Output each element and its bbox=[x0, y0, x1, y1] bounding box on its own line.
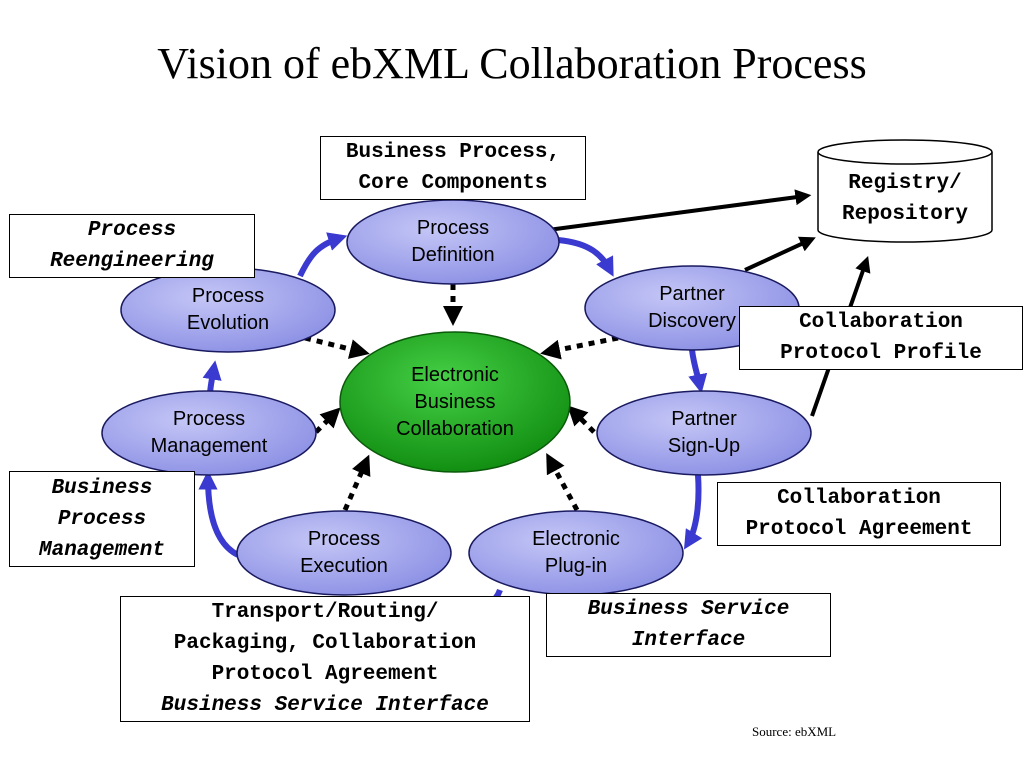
node-process-definition: Process Definition bbox=[411, 217, 495, 266]
node-partner-signup-shape bbox=[596, 390, 812, 476]
cycle-arrow-definition-to-discovery bbox=[557, 237, 614, 277]
box-collaboration-protocol-agreement: Collaboration Protocol Agreement bbox=[717, 482, 1001, 546]
node-partner-signup: Partner Sign-Up bbox=[667, 408, 741, 457]
box-business-process-management: Business Process Management bbox=[9, 471, 195, 567]
nodes bbox=[101, 199, 812, 596]
arrow-definition-to-registry bbox=[547, 189, 812, 232]
node-process-execution-shape bbox=[236, 510, 452, 596]
node-process-definition-shape bbox=[346, 199, 560, 285]
cycle-arrow-signup-to-plugin bbox=[683, 474, 703, 550]
node-process-management: Process Management bbox=[150, 408, 268, 457]
box-transport-routing: Transport/Routing/ Packaging, Collaborat… bbox=[120, 596, 530, 722]
dotted-arrow-management bbox=[314, 407, 341, 434]
source-label: Source: ebXML bbox=[752, 724, 837, 739]
dotted-arrow-signup bbox=[567, 405, 596, 434]
arrow-discovery-to-registry bbox=[744, 236, 816, 272]
dotted-arrow-execution bbox=[342, 454, 371, 512]
registry-label: Registry/ Repository bbox=[841, 172, 969, 226]
node-process-evolution: Process Evolution bbox=[186, 285, 270, 334]
box-business-service-interface: Business Service Interface bbox=[546, 593, 831, 657]
page-title: Vision of ebXML Collaboration Process bbox=[157, 39, 867, 88]
center-node-shape bbox=[339, 331, 571, 473]
cycle-arrow-evolution-to-definition bbox=[297, 232, 348, 278]
node-process-management-shape bbox=[101, 390, 317, 476]
box-process-reengineering: Process Reengineering bbox=[9, 214, 255, 278]
cycle-arrow-execution-to-management bbox=[198, 470, 240, 558]
center-node: Electronic Business Collaboration bbox=[396, 363, 514, 440]
cycle-arrows bbox=[198, 232, 708, 612]
node-process-execution: Process Execution bbox=[300, 528, 388, 577]
box-business-process-core-components: Business Process, Core Components bbox=[320, 136, 586, 200]
dotted-arrow-evolution bbox=[304, 335, 370, 359]
registry-cylinder bbox=[817, 139, 993, 243]
box-collaboration-protocol-profile: Collaboration Protocol Profile bbox=[739, 306, 1023, 370]
cycle-arrow-discovery-to-signup bbox=[688, 349, 708, 394]
dotted-arrows bbox=[304, 284, 619, 512]
dotted-arrow-plugin bbox=[546, 452, 580, 512]
node-partner-discovery: Partner Discovery bbox=[648, 283, 736, 332]
node-electronic-plugin: Electronic Plug-in bbox=[532, 528, 620, 577]
